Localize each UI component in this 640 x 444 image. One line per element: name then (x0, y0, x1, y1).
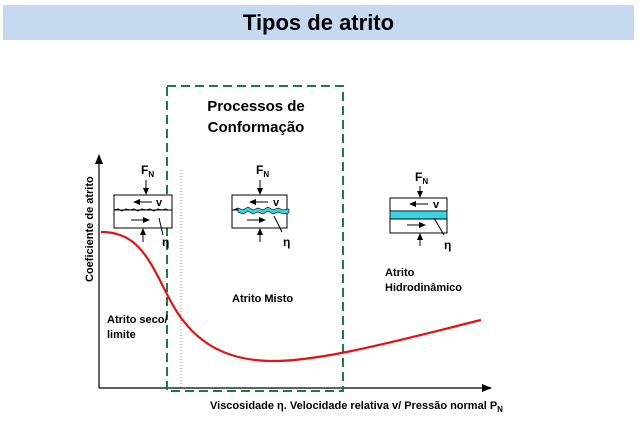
y-axis-label: Coeficiente de atrito (84, 176, 96, 282)
title-bar: Tipos de atrito (3, 5, 634, 40)
inset-dry-friction: FN v η (113, 163, 173, 249)
viscosity-label: η (162, 235, 169, 249)
x-axis-label-main: Viscosidade η. Velocidade relativa v/ Pr… (210, 400, 497, 412)
viscosity-pointer (273, 215, 283, 233)
hydrodynamic-friction-label-line1: Atrito (385, 267, 415, 279)
x-axis-label-subscript: N (497, 405, 503, 414)
dry-friction-label-line1: Atrito seco/ (107, 314, 168, 326)
contact-interface (113, 208, 169, 212)
dry-friction-label-line2: limite (107, 329, 136, 341)
normal-force-label: FN (141, 163, 154, 179)
viscosity-label: η (283, 235, 290, 249)
slide-title: Tipos de atrito (242, 10, 395, 35)
inset-hydrodynamic-friction: FN v η (389, 170, 451, 252)
velocity-label: v (273, 197, 280, 209)
lubricant-film (389, 210, 448, 220)
lower-body (113, 209, 173, 229)
box-title-line1: Processos de (207, 98, 305, 115)
viscosity-pointer (158, 217, 164, 236)
box-title-line2: Conformação (208, 119, 305, 136)
forming-process-box (166, 85, 344, 392)
mixed-friction-label: Atrito Misto (232, 293, 293, 305)
inset-mixed-friction: FN v η (231, 163, 290, 249)
normal-force-label: FN (415, 170, 428, 186)
viscosity-label: η (444, 238, 451, 252)
friction-coefficient-curve (100, 230, 482, 363)
velocity-label: v (433, 199, 440, 211)
viscosity-pointer (433, 217, 445, 236)
hydrodynamic-friction-label-line2: Hidrodinâmico (385, 282, 462, 294)
x-axis-label: Viscosidade η. Velocidade relativa v/ Pr… (210, 400, 503, 414)
normal-force-label: FN (256, 163, 269, 179)
velocity-label: v (156, 197, 163, 209)
lubricant-film (232, 206, 290, 215)
